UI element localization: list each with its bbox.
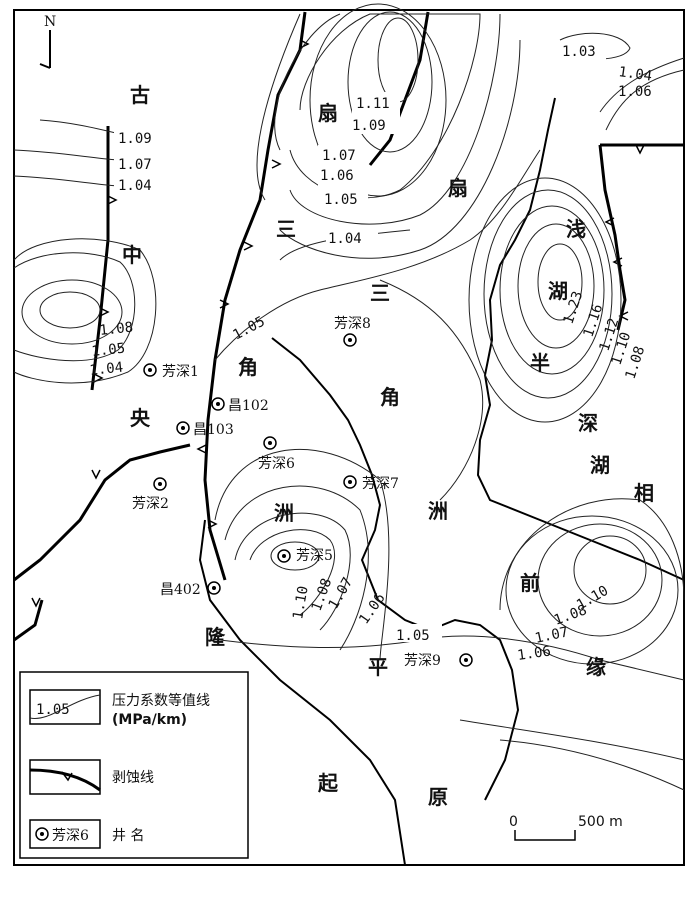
region-shen: 深	[578, 411, 598, 435]
isoline-label: 1.07	[534, 624, 570, 647]
isoline-label: 1.05	[91, 341, 126, 360]
isoline-label: 1.04	[617, 64, 653, 85]
well-label: 昌402	[160, 582, 201, 598]
region-ban: 半	[530, 351, 550, 375]
legend-isoline-label: 压力系数等值线	[112, 692, 210, 709]
scale-bar: 0 500 m	[509, 814, 623, 841]
isoline-label: 1.07	[322, 148, 356, 164]
pressure-contours	[13, 3, 685, 791]
well-label: 芳深2	[132, 495, 169, 512]
region-yang: 央	[130, 406, 151, 430]
north-label: N	[44, 14, 56, 30]
legend: 1.05 压力系数等值线 (MPa/km) 剥蚀线 芳深6 井 名	[19, 671, 249, 859]
region-xiang: 相	[634, 481, 654, 505]
region-jiao-1: 角	[238, 355, 258, 379]
isoline-label: 1.03	[562, 44, 596, 60]
well-label: 芳深7	[362, 475, 399, 492]
isoline-label: 1.04	[89, 360, 124, 379]
legend-erosion-label: 剥蚀线	[112, 770, 154, 786]
well-marker	[176, 421, 190, 435]
well-label: 芳深1	[162, 363, 199, 380]
region-hu-1: 湖	[548, 279, 568, 303]
legend-well-label: 井 名	[112, 828, 144, 844]
legend-isoline-unit: (MPa/km)	[112, 712, 187, 728]
well-label: 昌103	[193, 422, 234, 438]
well-marker	[343, 333, 357, 347]
region-gu: 古	[130, 83, 150, 107]
region-long: 隆	[205, 625, 226, 649]
region-qi: 起	[317, 771, 339, 795]
isoline-label: 1.06	[618, 84, 652, 100]
north-arrow: N	[39, 14, 56, 69]
isoline-label: 1.05	[230, 314, 267, 344]
scale-zero: 0	[509, 814, 518, 830]
well-marker	[211, 397, 225, 411]
well-label: 芳深8	[334, 315, 371, 332]
isoline-label: 1.04	[118, 178, 152, 194]
isoline-label: 1.11	[356, 96, 390, 112]
scale-distance: 500 m	[578, 814, 623, 830]
region-zhou-1: 洲	[274, 501, 294, 525]
region-shan-1: 扇	[318, 101, 338, 125]
erosion-lines	[13, 11, 684, 642]
well-marker	[207, 581, 221, 595]
well-label: 芳深6	[258, 455, 295, 472]
region-jiao-2: 角	[380, 385, 400, 409]
region-hu-2: 湖	[590, 453, 610, 477]
region-ping: 平	[368, 655, 388, 679]
well-marker	[343, 475, 357, 489]
map-frame	[13, 9, 685, 866]
well-marker	[263, 436, 277, 450]
region-yuan: 原	[428, 785, 448, 809]
region-san-2: 三	[370, 281, 390, 305]
isoline-label: 1.09	[352, 118, 386, 134]
region-yuan-2: 缘	[586, 655, 606, 679]
isoline-label: 1.05	[396, 628, 430, 644]
well-label: 芳深5	[296, 547, 333, 564]
well-marker	[277, 549, 291, 563]
isoline-label: 1.09	[118, 131, 152, 147]
isoline-label: 1.07	[118, 157, 152, 173]
isoline-label: 1.06	[516, 643, 552, 664]
isoline-labels: 1.09 1.07 1.04 1.08 1.05 1.04 1.11 1.09 …	[89, 42, 653, 664]
well-marker	[143, 363, 157, 377]
well-label: 昌102	[228, 398, 269, 414]
region-san-1: 三	[276, 217, 296, 241]
legend-well-sample: 芳深6	[52, 827, 89, 844]
isoline-label: 1.05	[324, 192, 358, 208]
region-labels: 古 中 央 隆 起 扇 扇 三 角 三 角 洲 洲 平 原 浅 湖 半 深 湖 …	[122, 83, 654, 809]
region-qian-2: 前	[520, 571, 540, 595]
well-marker	[459, 653, 473, 667]
region-zhong: 中	[122, 243, 142, 267]
isoline-label: 1.08	[552, 602, 589, 629]
legend-isoline-swatch	[29, 689, 101, 725]
isoline-label: 1.08	[99, 320, 134, 339]
legend-isoline-sample: 1.05	[36, 702, 70, 718]
isoline-label: 1.04	[328, 231, 362, 247]
isoline-label: 1.06	[320, 168, 354, 184]
well-marker	[153, 477, 167, 491]
region-qian-1: 浅	[566, 217, 586, 241]
wells: 芳深1 昌102 昌103 芳深2 芳深6 芳深7 芳深5 昌402 芳深8 芳…	[132, 315, 473, 669]
region-shan-2: 扇	[448, 176, 468, 200]
isoline-label: 1.10	[290, 585, 312, 621]
well-label: 芳深9	[404, 652, 441, 669]
region-zhou-2: 洲	[428, 499, 448, 523]
